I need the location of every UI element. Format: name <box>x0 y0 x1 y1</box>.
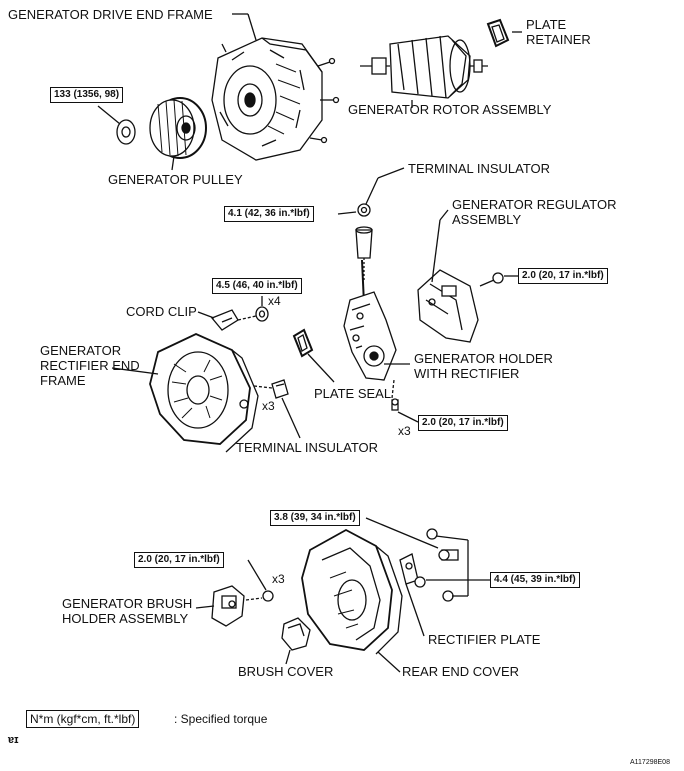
rectifier-plate-part <box>399 528 459 602</box>
leader-nuts-a <box>435 535 469 541</box>
dash-cord-clip <box>237 315 257 321</box>
rectifier-end-frame-part <box>149 333 259 453</box>
terminal-insulator-bottom-part <box>271 379 289 399</box>
brush-cover-part <box>281 617 311 651</box>
leader-torque-rear-upper <box>365 517 439 549</box>
pulley-part <box>149 97 207 159</box>
label-regulator-assembly: GENERATOR REGULATOR ASSEMBLY <box>452 197 617 227</box>
label-brush-cover: BRUSH COVER <box>238 664 334 679</box>
leader-brush-cover <box>285 649 291 665</box>
label-plate-seal: PLATE SEAL <box>314 386 392 401</box>
leader-cord-clip <box>197 311 215 319</box>
dash-terminal-insulator <box>253 385 273 389</box>
leader-terminal-insulator-top <box>365 177 379 205</box>
label-brush-holder-assembly: GENERATOR BRUSH HOLDER ASSEMBLY <box>62 596 193 626</box>
brush-holder-part <box>211 585 274 627</box>
leader-rear-end-cover <box>377 651 401 673</box>
legend-unit-box: N*m (kgf*cm, ft.*lbf) <box>26 710 140 728</box>
pulley-nut-part <box>116 119 136 145</box>
leader-plate-seal <box>307 353 335 383</box>
rear-end-cover-part <box>301 528 403 655</box>
leader-rectifier-end-frame <box>111 367 159 375</box>
page-mark: ɐɪ <box>8 734 19 746</box>
leader-drive-end-frame-2 <box>247 13 257 41</box>
qty-holder: x3 <box>398 424 411 438</box>
leader-pulley-nut <box>97 105 121 125</box>
leader-rectifier-plate <box>405 583 425 637</box>
torque-cord-clip: 4.5 (46, 40 in.*lbf) <box>212 278 302 294</box>
torque-rear-cover-upper: 3.8 (39, 34 in.*lbf) <box>270 510 360 526</box>
drive-end-frame-part <box>211 37 340 161</box>
label-terminal-insulator-top: TERMINAL INSULATOR <box>408 161 551 176</box>
qty-brush-holder: x3 <box>272 572 285 586</box>
label-cord-clip: CORD CLIP <box>126 304 197 319</box>
qty-terminal-insulator: x3 <box>262 399 275 413</box>
label-rectifier-plate: RECTIFIER PLATE <box>428 632 541 647</box>
leader-pulley <box>171 155 175 171</box>
leader-regulator <box>431 219 441 283</box>
torque-terminal-insulator: 4.1 (42, 36 in.*lbf) <box>224 206 314 222</box>
leader-torque-brush <box>247 559 267 591</box>
terminal-insulator-top-part <box>355 203 373 280</box>
cord-clip-part <box>210 306 269 331</box>
leader-terminal-insulator-top-2 <box>377 167 405 179</box>
regulator-assembly-part <box>417 269 504 343</box>
leader-regulator-2 <box>439 209 449 221</box>
plate-retainer-part <box>486 18 510 48</box>
rotor-assembly-part <box>360 35 488 99</box>
torque-regulator: 2.0 (20, 17 in.*lbf) <box>518 268 608 284</box>
torque-pulley-nut: 133 (1356, 98) <box>50 87 124 103</box>
label-terminal-insulator-bottom: TERMINAL INSULATOR <box>236 440 379 455</box>
legend-description: : Specified torque <box>174 712 268 726</box>
leader-brush-holder <box>195 605 215 609</box>
leader-torque-terminal-insulator <box>337 211 357 215</box>
label-rectifier-end-frame: GENERATOR RECTIFIER END FRAME <box>40 343 140 388</box>
figure-code: A117298E08 <box>630 759 670 766</box>
leader-terminal-insulator-bottom <box>281 397 301 439</box>
torque-holder-rectifier: 2.0 (20, 17 in.*lbf) <box>418 415 508 431</box>
label-plate-retainer: PLATE RETAINER <box>526 17 591 47</box>
label-pulley: GENERATOR PULLEY <box>108 172 243 187</box>
torque-brush-holder: 2.0 (20, 17 in.*lbf) <box>134 552 224 568</box>
label-drive-end-frame: GENERATOR DRIVE END FRAME <box>8 7 213 22</box>
label-rotor-assembly: GENERATOR ROTOR ASSEMBLY <box>348 102 552 117</box>
qty-cord-clip: x4 <box>268 294 281 308</box>
label-rear-end-cover: REAR END COVER <box>402 664 520 679</box>
holder-with-rectifier-part <box>343 259 399 411</box>
torque-rear-cover-nuts: 4.4 (45, 39 in.*lbf) <box>490 572 580 588</box>
leader-torque-holder <box>397 411 419 423</box>
plate-seal-part <box>292 328 314 358</box>
label-holder-with-rectifier: GENERATOR HOLDER WITH RECTIFIER <box>414 351 553 381</box>
